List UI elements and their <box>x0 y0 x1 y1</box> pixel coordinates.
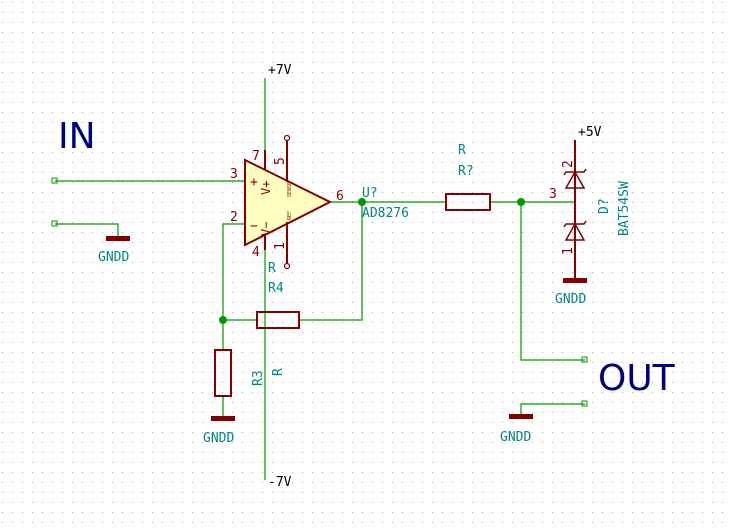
plus5-label: +5V <box>578 125 602 140</box>
diode-upper-triangle <box>564 170 586 189</box>
out-ground-terminal[interactable] <box>581 400 588 407</box>
wire-out-ground[interactable] <box>520 403 585 414</box>
gnd-r3-symbol <box>211 416 235 421</box>
gnd-out-label: GNDD <box>500 430 531 445</box>
diode-upper-bar <box>563 168 587 176</box>
resistor-series-body[interactable] <box>445 193 491 211</box>
diode-pin1-num: 1 <box>561 247 576 255</box>
opamp-pin1-num: 1 <box>273 242 288 250</box>
junctions <box>219 198 525 324</box>
opamp-sense-tag: SENSE <box>287 182 293 197</box>
wire-r4-output[interactable] <box>299 202 363 321</box>
out-label: OUT <box>598 358 676 399</box>
opamp-pin5-num: 5 <box>273 157 288 165</box>
opamp-pin1-end[interactable] <box>283 262 291 270</box>
power-symbols: +7V -7V +5V GNDD GNDD GNDD GNDD <box>98 63 602 490</box>
resistor-r3-ref: R3 <box>251 370 266 386</box>
junction-output[interactable] <box>358 198 366 206</box>
in-label: IN <box>58 116 96 157</box>
resistor-r4-value: R <box>268 261 276 276</box>
opamp-pin4-num: 4 <box>252 245 260 260</box>
gnd-out-symbol <box>509 414 533 419</box>
gnd-diode-label: GNDD <box>555 292 586 307</box>
connector-ends <box>51 177 588 407</box>
plus7-label: +7V <box>268 63 292 78</box>
minus7-label: -7V <box>268 475 292 490</box>
opamp[interactable]: + − V+ V− SENSE REF 3 2 7 4 5 1 6 U? AD8… <box>230 134 409 270</box>
wire-to-out[interactable] <box>520 202 585 361</box>
in-plus-terminal[interactable] <box>51 177 58 184</box>
resistor-r4-body[interactable] <box>256 311 300 329</box>
diode-pin2-num: 2 <box>561 160 576 168</box>
opamp-vplus-label: V+ <box>259 181 273 195</box>
opamp-ref-tag: REF <box>287 211 293 220</box>
opamp-value: AD8276 <box>362 206 409 221</box>
gnd-r3-label: GNDD <box>203 431 234 446</box>
gnd-in-symbol <box>106 236 130 241</box>
resistor-r3-value: R <box>271 368 286 376</box>
resistor-series[interactable]: R R? <box>445 143 491 211</box>
gnd-diode-symbol <box>563 278 587 283</box>
resistor-r4[interactable]: R R4 <box>256 261 300 329</box>
opamp-minus-sign: − <box>250 219 258 234</box>
gnd-in-label: GNDD <box>98 250 129 265</box>
resistor-r4-ref: R4 <box>268 281 284 296</box>
junction-feedback[interactable] <box>219 316 227 324</box>
resistor-r3[interactable]: R3 R <box>214 349 286 397</box>
opamp-pin7-num: 7 <box>252 149 260 164</box>
opamp-pin2-num: 2 <box>230 210 238 225</box>
opamp-vminus-label: V− <box>259 222 273 236</box>
opamp-pin6-num: 6 <box>336 189 344 204</box>
diode-lower-triangle <box>564 222 586 241</box>
diode-ref: D? <box>597 198 612 214</box>
resistor-series-value: R <box>458 143 466 158</box>
resistor-r3-body[interactable] <box>214 349 232 397</box>
junction-diode-node[interactable] <box>517 198 525 206</box>
wire-inv-feedback[interactable] <box>222 223 257 321</box>
out-terminal[interactable] <box>581 356 588 363</box>
diode-bat54sw[interactable]: 2 1 3 D? BAT54SW <box>549 150 632 278</box>
opamp-plus-sign: + <box>250 175 258 190</box>
diode-value: BAT54SW <box>617 181 632 236</box>
opamp-pin3-num: 3 <box>230 167 238 182</box>
diode-pin3-num: 3 <box>549 187 557 202</box>
resistor-series-ref: R? <box>458 164 474 179</box>
opamp-ref: U? <box>362 186 378 201</box>
wire-in-ground[interactable] <box>55 223 119 236</box>
diode-lower-bar <box>563 220 587 228</box>
in-minus-terminal[interactable] <box>51 220 58 227</box>
opamp-pin5-end[interactable] <box>283 134 291 142</box>
wires <box>55 78 585 480</box>
